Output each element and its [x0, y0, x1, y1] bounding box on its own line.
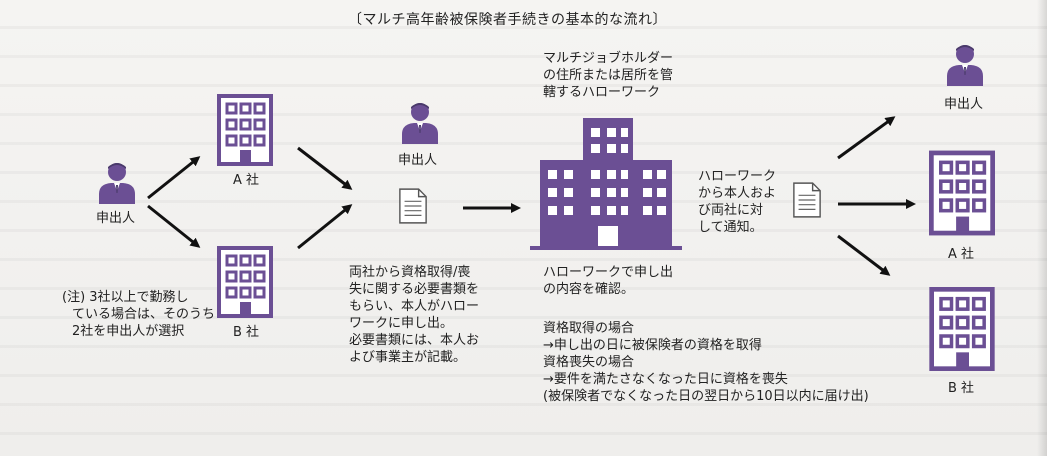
notify-line-2: から本人およ: [698, 186, 777, 201]
document-icon: [793, 182, 821, 218]
building-icon: [932, 289, 993, 368]
submission-line-1: 両社から資格取得/喪: [349, 265, 471, 280]
hw-confirm-line-2: の内容を確認。: [543, 282, 635, 297]
rules-line-2: →申し出の日に被保険者の資格を取得: [543, 338, 762, 353]
company-a-label-right: A 社: [948, 247, 975, 262]
person-icon: [947, 45, 983, 86]
company-a-label-left: A 社: [233, 173, 260, 188]
rules-line-1: 資格取得の場合: [543, 321, 635, 336]
company-b-label-left: B 社: [233, 325, 260, 340]
building-icon: [217, 246, 273, 318]
document-icon: [399, 188, 427, 224]
hw-title-line-1: マルチジョブホルダー: [543, 51, 674, 66]
diagram-title: 〔マルチ高年齢被保険者手続きの基本的な流れ〕: [348, 12, 667, 28]
submission-line-5: 必要書類には、本人お: [349, 333, 480, 348]
arrow-icon: [297, 146, 353, 190]
hw-confirm-line-1: ハローワークで申し出: [543, 265, 674, 280]
arrow-icon: [147, 204, 201, 248]
notify-line-1: ハローワーク: [698, 169, 777, 184]
notify-line-3: び両社に対: [698, 203, 764, 218]
building-icon: [931, 153, 992, 233]
company-b-label-right: B 社: [948, 381, 975, 396]
arrow-icon: [147, 156, 201, 200]
hw-title-line-2: の住所または居所を管: [543, 68, 674, 83]
rules-line-5: (被保険者でなくなった日の翌日から10日以内に届け出): [543, 389, 869, 404]
applicant-label-middle: 申出人: [398, 153, 438, 168]
arrow-icon: [837, 234, 891, 276]
rules-line-3: 資格喪失の場合: [543, 355, 635, 370]
submission-line-3: もらい、本人がハロー: [349, 299, 480, 314]
person-icon: [99, 163, 135, 204]
person-icon: [402, 103, 438, 144]
note-line-3: 2社を申出人が選択: [72, 324, 185, 339]
notify-line-4: して通知。: [698, 220, 763, 235]
building-icon: [217, 94, 273, 166]
arrow-icon: [297, 204, 353, 250]
hw-title-line-3: 轄するハローワーク: [543, 85, 661, 100]
applicant-label-left: 申出人: [96, 211, 136, 226]
submission-line-6: よび事業主が記載。: [349, 350, 467, 365]
submission-line-4: ワークに申し出。: [349, 316, 454, 331]
note-line-1: (注) 3社以上で勤務し: [62, 290, 189, 305]
note-line-2: ている場合は、そのうち: [72, 307, 216, 322]
submission-line-2: 失に関する必要書類を: [349, 282, 480, 297]
office-tower-icon: [530, 118, 682, 250]
page-edge-shadow: [1037, 0, 1047, 456]
arrow-icon: [837, 116, 896, 160]
applicant-label-right: 申出人: [944, 97, 984, 112]
rules-line-4: →要件を満たさなくなった日に資格を喪失: [543, 372, 788, 387]
